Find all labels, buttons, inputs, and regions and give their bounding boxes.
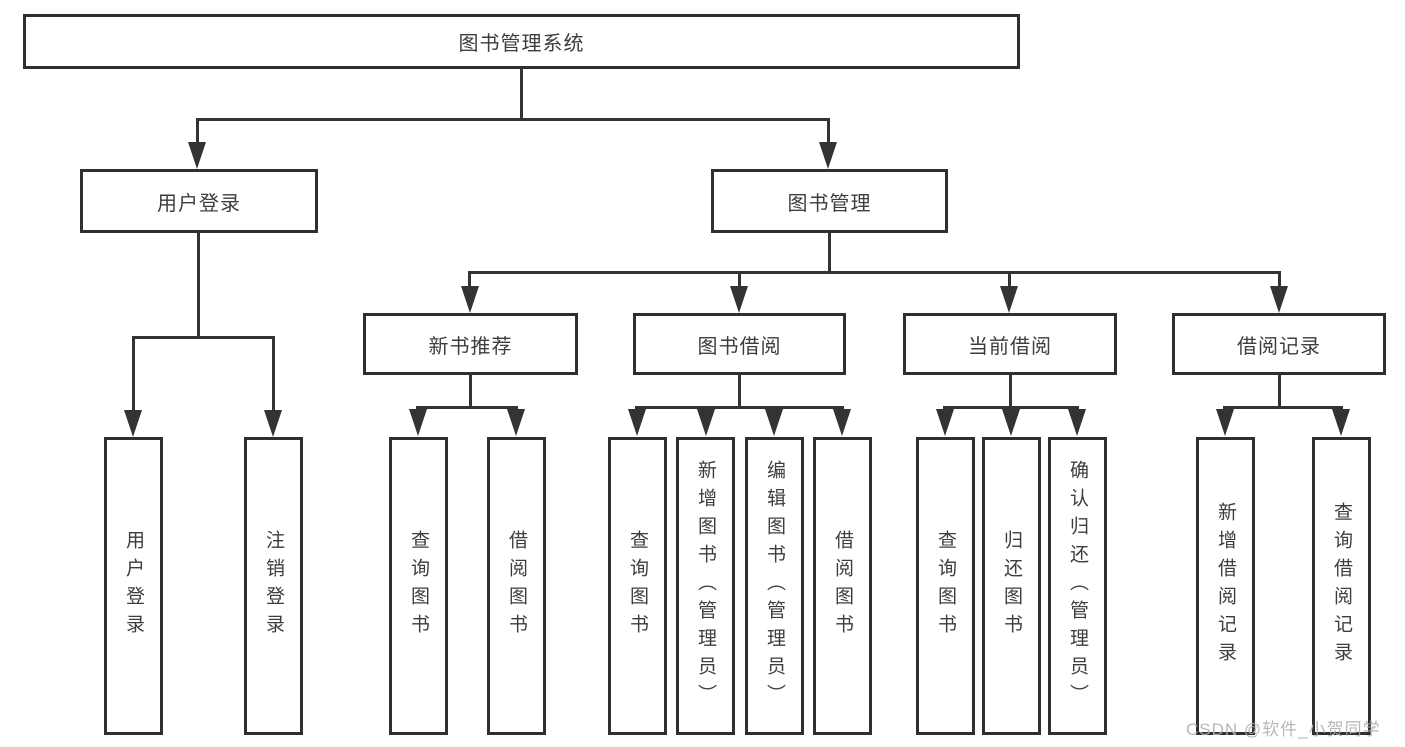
leaf-user-login-label: 用户登录 <box>123 530 144 642</box>
arrow-to-br-add-record-icon <box>1216 409 1234 436</box>
arrow-to-bb-borrow-books-icon <box>833 409 851 436</box>
connector-root-drop-left <box>196 118 199 143</box>
leaf-br-add-record-label: 新增借阅记录 <box>1215 502 1236 670</box>
arrow-to-leaf-logout-icon <box>264 410 282 437</box>
connector-user-bus <box>132 336 275 339</box>
connector-cb-stem <box>1009 375 1012 409</box>
connector-nb-stem <box>469 375 472 409</box>
leaf-bb-edit-books-admin-label: 编辑图书（管理员） <box>764 460 785 712</box>
connector-mgmt-bus <box>468 271 1281 274</box>
arrow-to-user-login-icon <box>188 142 206 169</box>
leaf-bb-borrow-books: 借阅图书 <box>813 437 872 735</box>
arrow-to-leaf-user-login-icon <box>124 410 142 437</box>
arrow-to-cb-return-books-icon <box>1002 409 1020 436</box>
connector-mgmt-drop-4 <box>1278 271 1281 288</box>
connector-br-stem <box>1278 375 1281 409</box>
node-book-borrow: 图书借阅 <box>633 313 846 375</box>
arrow-to-new-book-recommend-icon <box>461 286 479 313</box>
connector-root-bus <box>196 118 830 121</box>
connector-user-drop-right <box>272 336 275 410</box>
connector-bb-stem <box>738 375 741 409</box>
leaf-bb-query-books: 查询图书 <box>608 437 667 735</box>
connector-root-drop-right <box>827 118 830 143</box>
node-new-book-recommend-label: 新书推荐 <box>428 335 513 358</box>
leaf-bb-query-books-label: 查询图书 <box>627 530 648 642</box>
arrow-to-borrow-records-icon <box>1270 286 1288 313</box>
leaf-logout: 注销登录 <box>244 437 303 735</box>
arrow-to-nb-query-books-icon <box>409 409 427 436</box>
node-book-borrow-label: 图书借阅 <box>697 335 782 358</box>
node-user-login: 用户登录 <box>80 169 318 233</box>
node-book-management: 图书管理 <box>711 169 948 233</box>
leaf-br-query-record-label: 查询借阅记录 <box>1331 502 1352 670</box>
leaf-cb-return-books: 归还图书 <box>982 437 1041 735</box>
leaf-logout-label: 注销登录 <box>263 530 284 642</box>
leaf-cb-query-books-label: 查询图书 <box>935 530 956 642</box>
leaf-br-query-record: 查询借阅记录 <box>1312 437 1371 735</box>
connector-root-stem <box>520 69 523 121</box>
leaf-cb-confirm-return-admin-label: 确认归还（管理员） <box>1067 460 1088 712</box>
node-borrow-records-label: 借阅记录 <box>1237 335 1321 358</box>
node-borrow-records: 借阅记录 <box>1172 313 1386 375</box>
leaf-nb-query-books: 查询图书 <box>389 437 448 735</box>
leaf-nb-borrow-books: 借阅图书 <box>487 437 546 735</box>
node-current-borrow-label: 当前借阅 <box>968 335 1052 358</box>
arrow-to-cb-confirm-return-icon <box>1068 409 1086 436</box>
connector-br-bus <box>1223 406 1343 409</box>
connector-user-drop-left <box>132 336 135 410</box>
leaf-cb-return-books-label: 归还图书 <box>1001 530 1022 642</box>
csdn-watermark: CSDN @软件_小贺同学 <box>1186 720 1381 739</box>
arrow-to-cb-query-books-icon <box>936 409 954 436</box>
connector-user-stem <box>197 233 200 336</box>
leaf-cb-confirm-return-admin: 确认归还（管理员） <box>1048 437 1107 735</box>
arrow-to-book-borrow-icon <box>730 286 748 313</box>
arrow-to-bb-add-books-icon <box>697 409 715 436</box>
arrow-to-current-borrow-icon <box>1000 286 1018 313</box>
connector-cb-bus <box>943 406 1079 409</box>
leaf-bb-add-books-admin-label: 新增图书（管理员） <box>695 460 716 712</box>
leaf-bb-borrow-books-label: 借阅图书 <box>832 530 853 642</box>
leaf-br-add-record: 新增借阅记录 <box>1196 437 1255 735</box>
connector-mgmt-drop-3 <box>1008 271 1011 288</box>
leaf-nb-borrow-books-label: 借阅图书 <box>506 530 527 642</box>
arrow-to-bb-query-books-icon <box>628 409 646 436</box>
leaf-bb-add-books-admin: 新增图书（管理员） <box>676 437 735 735</box>
arrow-to-bb-edit-books-icon <box>765 409 783 436</box>
node-new-book-recommend: 新书推荐 <box>363 313 578 375</box>
leaf-cb-query-books: 查询图书 <box>916 437 975 735</box>
connector-mgmt-stem <box>828 233 831 274</box>
connector-mgmt-drop-2 <box>738 271 741 288</box>
connector-bb-bus <box>635 406 844 409</box>
node-root-label: 图书管理系统 <box>458 33 585 55</box>
connector-nb-bus <box>416 406 518 409</box>
connector-mgmt-drop-1 <box>468 271 471 288</box>
node-root: 图书管理系统 <box>23 14 1020 69</box>
leaf-user-login: 用户登录 <box>104 437 163 735</box>
leaf-bb-edit-books-admin: 编辑图书（管理员） <box>745 437 804 735</box>
node-user-login-label: 用户登录 <box>157 192 241 215</box>
leaf-nb-query-books-label: 查询图书 <box>408 530 429 642</box>
arrow-to-br-query-record-icon <box>1332 409 1350 436</box>
node-book-management-label: 图书管理 <box>787 192 872 215</box>
node-current-borrow: 当前借阅 <box>903 313 1117 375</box>
arrow-to-book-management-icon <box>819 142 837 169</box>
arrow-to-nb-borrow-books-icon <box>507 409 525 436</box>
